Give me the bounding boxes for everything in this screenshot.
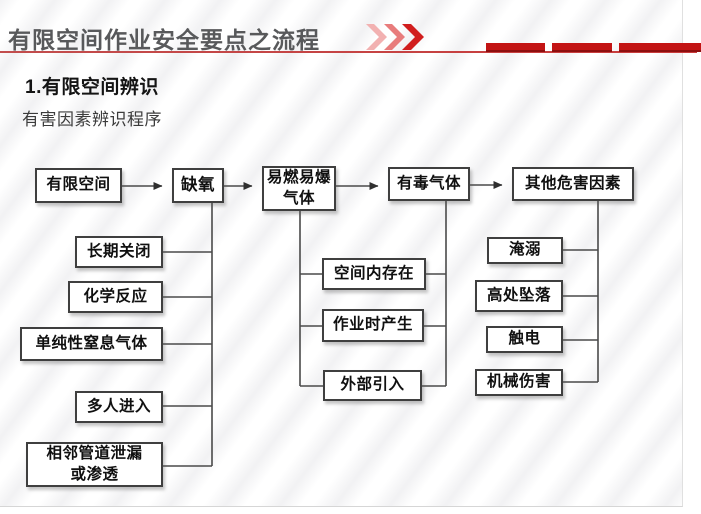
page-title: 有限空间作业安全要点之流程 [8, 27, 320, 53]
node-exists-in-space: 空间内存在 [322, 258, 426, 290]
node-adjacent-pipeline-leak: 相邻管道泄漏 或渗透 [26, 442, 163, 487]
header-dash [552, 43, 612, 52]
title-underline [0, 51, 697, 53]
node-drowning: 淹溺 [487, 237, 563, 264]
node-introduced-externally: 外部引入 [323, 370, 422, 401]
node-generated-during-work: 作业时产生 [322, 309, 424, 342]
node-fall-from-height: 高处坠落 [475, 280, 563, 312]
node-electric-shock: 触电 [486, 326, 563, 353]
node-long-term-closed: 长期关闭 [75, 236, 163, 268]
header-dash [486, 43, 545, 52]
section-subheading: 有害因素辨识程序 [22, 110, 162, 129]
triple-chevron-right-icon [366, 24, 424, 50]
section-heading: 1.有限空间辨识 [25, 77, 159, 98]
node-confined-space: 有限空间 [35, 168, 122, 203]
header-dash [619, 43, 701, 52]
node-flammable-explosive-gas: 易燃易爆 气体 [262, 166, 336, 211]
node-simple-asphyxiant-gas: 单纯性窒息气体 [20, 327, 163, 361]
node-toxic-gas: 有毒气体 [388, 167, 470, 201]
node-chemical-reaction: 化学反应 [68, 281, 163, 313]
node-mechanical-injury: 机械伤害 [475, 369, 563, 396]
node-oxygen-deficiency: 缺氧 [172, 168, 224, 203]
node-multiple-people-entering: 多人进入 [75, 391, 163, 423]
node-other-hazard-factors: 其他危害因素 [512, 167, 634, 201]
